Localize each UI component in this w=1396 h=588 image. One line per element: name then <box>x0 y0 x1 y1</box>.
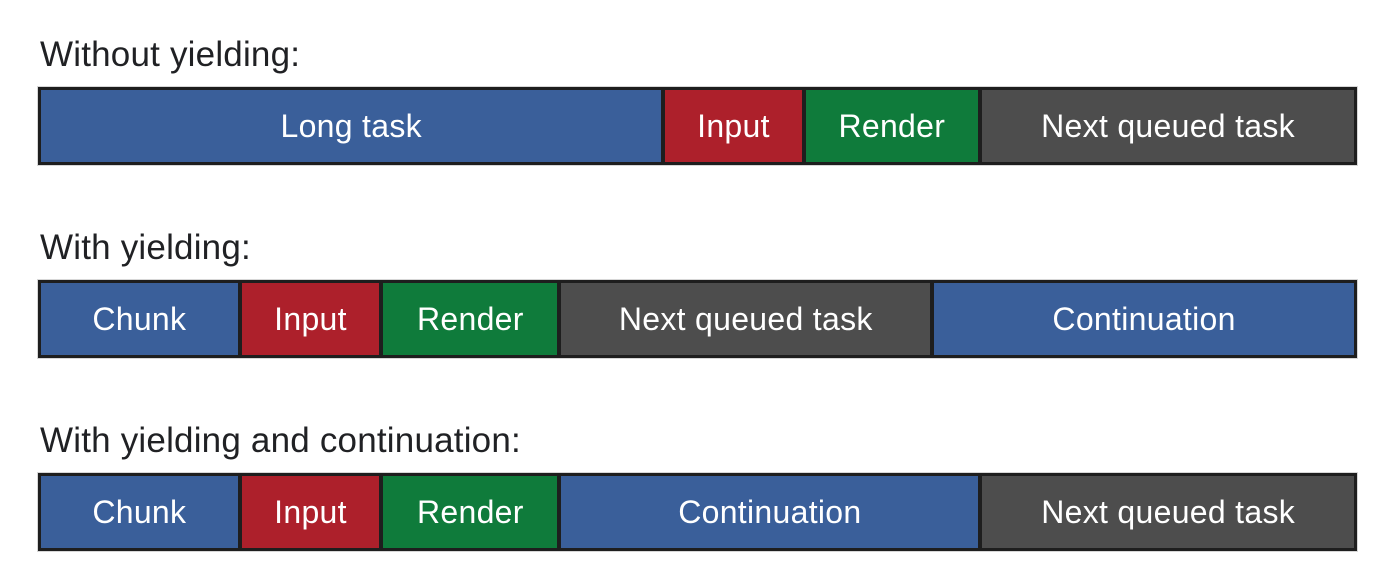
segment-task: Chunk <box>41 283 238 355</box>
timeline-bar-without-yielding: Long task Input Render Next queued task <box>38 87 1357 165</box>
row-heading-with-yielding-and-continuation: With yielding and continuation: <box>40 421 521 460</box>
segment-render: Render <box>383 476 558 548</box>
segment-queued-task: Next queued task <box>561 283 931 355</box>
segment-queued-task: Next queued task <box>982 90 1354 162</box>
segment-label: Next queued task <box>1041 108 1295 144</box>
segment-task: Chunk <box>41 476 238 548</box>
segment-label: Continuation <box>1052 301 1236 337</box>
segment-continuation: Continuation <box>934 283 1355 355</box>
segment-label: Input <box>274 494 347 530</box>
segment-label: Input <box>697 108 770 144</box>
timeline-bar-with-yielding-and-continuation: Chunk Input Render Continuation Next queued … <box>38 473 1357 551</box>
segment-label: Next queued task <box>618 301 873 337</box>
segment-input: Input <box>241 283 380 355</box>
segment-render: Render <box>805 90 979 162</box>
segment-label: Next queued task <box>1041 494 1296 530</box>
segment-label: Render <box>838 108 946 144</box>
segment-task: Long task <box>41 90 662 162</box>
segment-render: Render <box>383 283 558 355</box>
segment-label: Chunk <box>92 301 187 337</box>
segment-label: Input <box>274 301 347 337</box>
row-heading-without-yielding: Without yielding: <box>40 35 301 74</box>
row-without-yielding: Without yielding: Long task Input Render Ne… <box>38 34 1357 165</box>
segment-label: Long task <box>280 108 422 144</box>
timeline-bar-with-yielding: Chunk Input Render Next queued task Continua… <box>38 280 1357 358</box>
segment-label: Render <box>416 301 524 337</box>
row-with-yielding-and-continuation: With yielding and continuation: Chunk Inp… <box>38 420 1357 551</box>
segment-label: Chunk <box>92 494 187 530</box>
segment-input: Input <box>241 476 380 548</box>
segment-input: Input <box>665 90 802 162</box>
segment-label: Continuation <box>678 494 862 530</box>
row-heading-with-yielding: With yielding: <box>40 228 251 267</box>
row-with-yielding: With yielding: Chunk Input Render Next queu… <box>38 227 1357 358</box>
segment-label: Render <box>416 494 524 530</box>
segment-continuation: Continuation <box>561 476 979 548</box>
segment-queued-task: Next queued task <box>982 476 1354 548</box>
